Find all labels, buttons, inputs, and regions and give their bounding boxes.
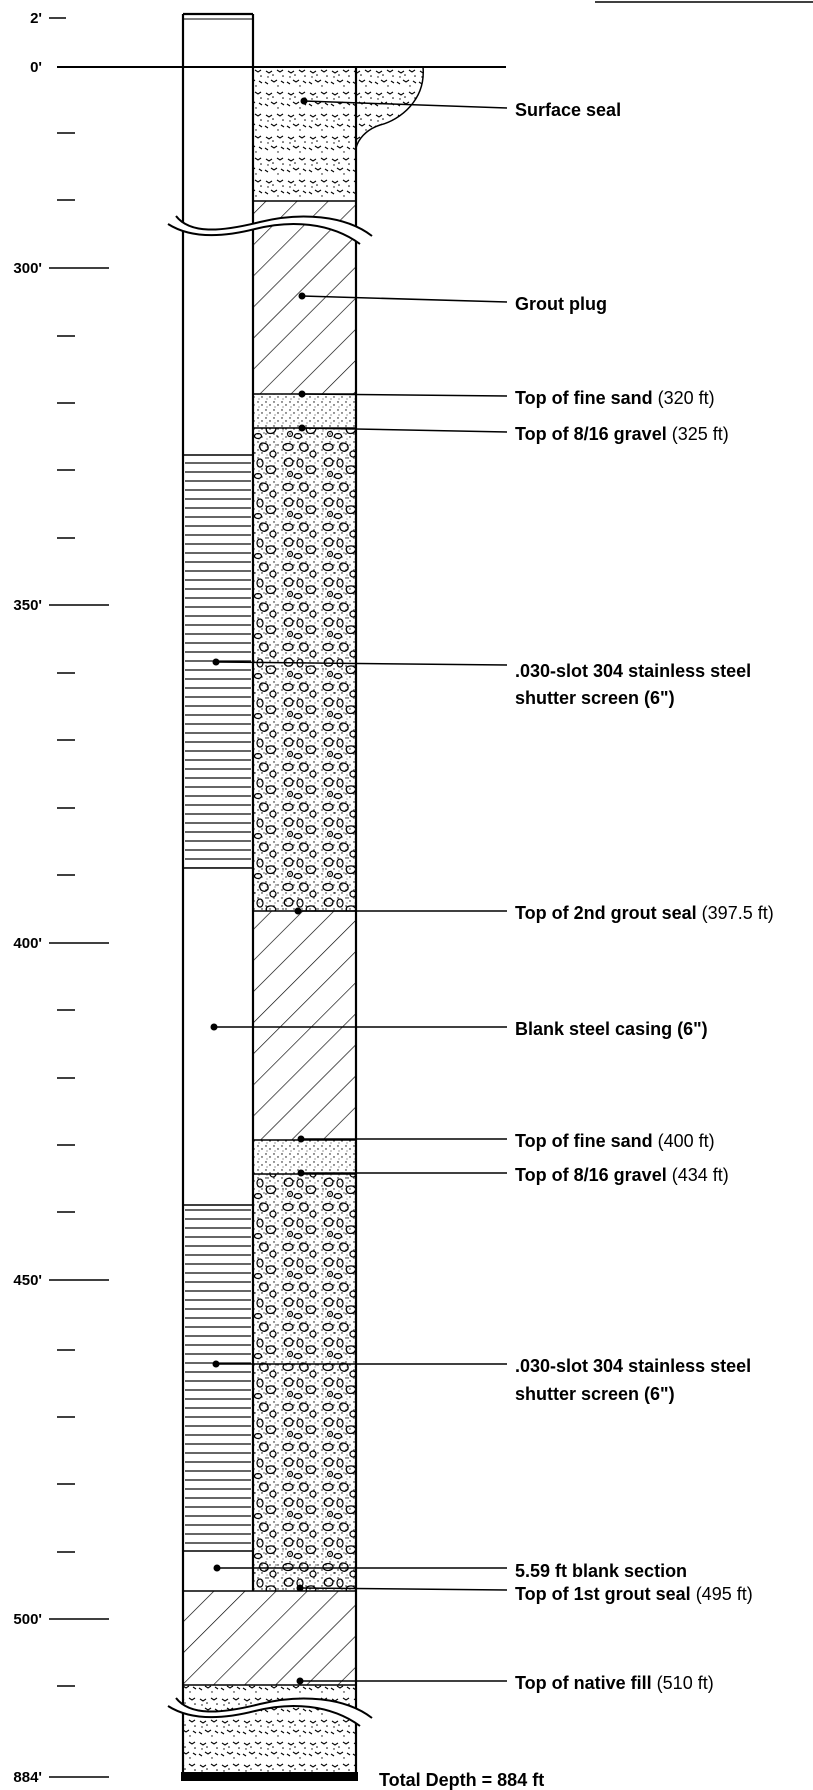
depth-label-350ft: 350' xyxy=(13,597,42,614)
gravel-1-pebbles xyxy=(253,428,356,911)
fine-sand-2-fill xyxy=(253,1140,356,1174)
depth-axis: 2' 0' 300' 350' 400' 450' 500' 884' xyxy=(13,10,109,1786)
depth-label-2ft: 2' xyxy=(30,10,42,27)
label-blank-casing: Blank steel casing (6") xyxy=(515,1019,708,1039)
callout-leaders xyxy=(214,100,508,1682)
label-fine-sand-1: Top of fine sand(320 ft) xyxy=(515,388,715,408)
total-depth-label: Total Depth = 884 ft xyxy=(379,1770,544,1790)
label-screen-2-line1: .030-slot 304 stainless steel xyxy=(515,1356,751,1376)
depth-label-500ft: 500' xyxy=(13,1611,42,1628)
label-screen-1-line1: .030-slot 304 stainless steel xyxy=(515,661,751,681)
label-screen-1-line2: shutter screen (6") xyxy=(515,688,675,708)
break-mark-lower xyxy=(167,1697,373,1727)
surface-seal-fill xyxy=(253,67,356,201)
break-mark-upper xyxy=(167,215,373,245)
grout-seal-1-fill xyxy=(183,1591,356,1685)
surface-seal-flare xyxy=(355,66,424,149)
label-screen-2-line2: shutter screen (6") xyxy=(515,1384,675,1404)
native-fill-fill xyxy=(183,1685,356,1775)
gravel-2-pebbles xyxy=(253,1174,356,1591)
label-fine-sand-2: Top of fine sand(400 ft) xyxy=(515,1131,715,1151)
fine-sand-1-fill xyxy=(253,394,356,428)
well-bottom-cap xyxy=(181,1772,358,1781)
label-grout-seal-2: Top of 2nd grout seal(397.5 ft) xyxy=(515,903,774,923)
screen-2-body xyxy=(185,1205,251,1551)
callout-dots xyxy=(210,97,308,1685)
label-gravel-2: Top of 8/16 gravel(434 ft) xyxy=(515,1165,729,1185)
callout-labels: Surface seal Grout plug Top of fine sand… xyxy=(379,100,774,1790)
minor-ticks xyxy=(57,132,75,1687)
depth-label-450ft: 450' xyxy=(13,1272,42,1289)
label-blank-section: 5.59 ft blank section xyxy=(515,1561,687,1581)
label-gravel-1: Top of 8/16 gravel(325 ft) xyxy=(515,424,729,444)
label-grout-seal-1: Top of 1st grout seal(495 ft) xyxy=(515,1584,753,1604)
depth-label-400ft: 400' xyxy=(13,935,42,952)
depth-label-0ft: 0' xyxy=(30,59,42,76)
label-surface-seal: Surface seal xyxy=(515,100,621,120)
grout-seal-2-fill xyxy=(253,911,356,1140)
well-walls xyxy=(181,12,358,1778)
depth-label-884ft: 884' xyxy=(13,1769,42,1786)
depth-label-300ft: 300' xyxy=(13,260,42,277)
label-native-fill: Top of native fill(510 ft) xyxy=(515,1673,714,1693)
label-grout-plug: Grout plug xyxy=(515,294,607,314)
